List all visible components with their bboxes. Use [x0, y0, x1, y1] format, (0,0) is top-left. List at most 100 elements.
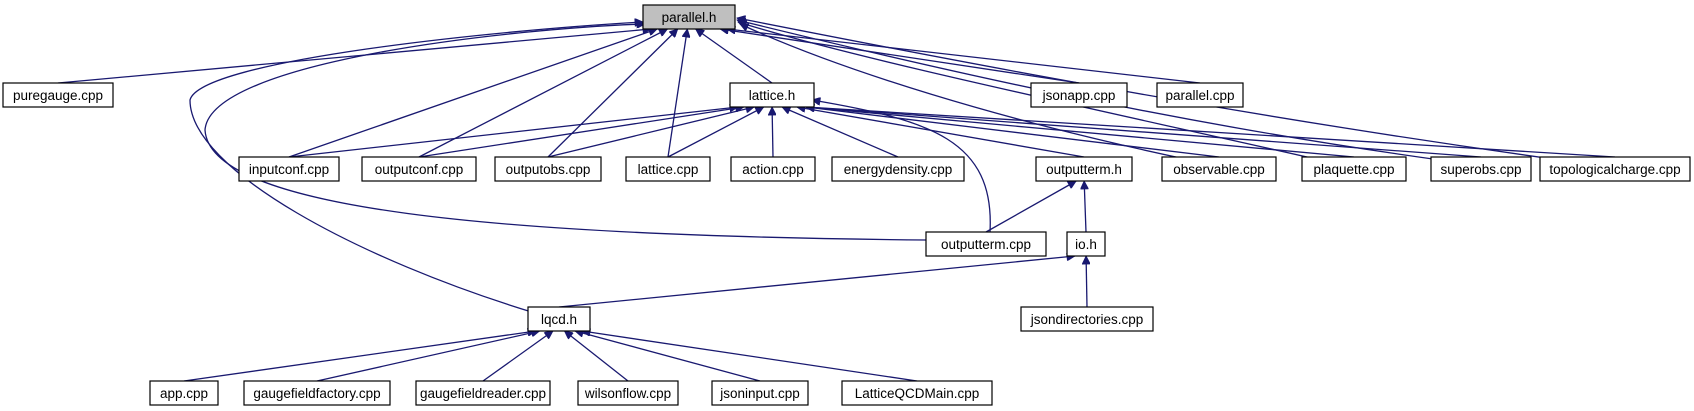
nodes-layer: parallel.h lattice.h outputterm.h io.h lqcd.… [2, 4, 1691, 406]
node-outputconf-cpp[interactable]: outputconf.cpp [361, 156, 477, 182]
node-topologicalcharge-cpp[interactable]: topologicalcharge.cpp [1539, 156, 1691, 182]
node-label: puregauge.cpp [13, 88, 103, 103]
node-label: jsonapp.cpp [1042, 88, 1116, 103]
edge-lqcd_h-to-parallel_h [189, 22, 643, 314]
edge-jsondirectories_cpp-to-io_h [1086, 256, 1087, 308]
node-box [1030, 82, 1128, 108]
node-latticeqcdmain-cpp[interactable]: LatticeQCDMain.cpp [841, 380, 993, 406]
node-parallel-cpp[interactable]: parallel.cpp [1156, 82, 1244, 108]
node-parallel-h[interactable]: parallel.h [642, 4, 736, 30]
node-io-h[interactable]: io.h [1066, 231, 1106, 257]
node-box [1430, 156, 1532, 182]
node-box [925, 231, 1047, 257]
node-label: parallel.cpp [1165, 88, 1234, 103]
edge-inputconf_cpp-to-parallel_h [288, 29, 657, 158]
node-label: action.cpp [742, 162, 804, 177]
node-box [361, 156, 477, 182]
node-box [642, 4, 736, 30]
node-label: plaquette.cpp [1313, 162, 1394, 177]
edge-plaquette_cpp-to-parallel_h [738, 22, 1321, 161]
node-label: wilsonflow.cpp [584, 386, 671, 401]
node-action-cpp[interactable]: action.cpp [730, 156, 816, 182]
node-box [625, 156, 711, 182]
node-box [2, 82, 114, 108]
node-label: jsondirectories.cpp [1030, 312, 1144, 327]
node-lattice-cpp[interactable]: lattice.cpp [625, 156, 711, 182]
edge-energydensity_cpp-to-lattice_h [782, 107, 899, 158]
node-label: gaugefieldfactory.cpp [253, 386, 380, 401]
node-label: topologicalcharge.cpp [1549, 162, 1680, 177]
node-label: jsoninput.cpp [719, 386, 800, 401]
node-lattice-h[interactable]: lattice.h [729, 82, 815, 108]
edge-outputterm_h-to-lattice_h [797, 107, 1085, 158]
edge-topologicalcharge_cpp-to-parallel_h [737, 18, 1561, 161]
node-box [1066, 231, 1106, 257]
node-label: gaugefieldreader.cpp [420, 386, 546, 401]
node-outputterm-h[interactable]: outputterm.h [1035, 156, 1133, 182]
node-box [415, 380, 551, 406]
node-jsondirectories-cpp[interactable]: jsondirectories.cpp [1020, 306, 1154, 332]
node-jsoninput-cpp[interactable]: jsoninput.cpp [711, 380, 809, 406]
node-box [1539, 156, 1691, 182]
edge-wilsonflow_cpp-to-lqcd_h [565, 331, 629, 382]
edge-plaquette_cpp-to-lattice_h [806, 107, 1355, 158]
node-label: LatticeQCDMain.cpp [855, 386, 980, 401]
node-box [494, 156, 602, 182]
edges-layer [57, 18, 1616, 382]
node-box [1301, 156, 1407, 182]
edge-gaugefieldfactory_cpp-to-lqcd_h [316, 331, 540, 382]
node-box [1161, 156, 1277, 182]
node-box [238, 156, 340, 182]
edge-gaugefieldreader_cpp-to-lqcd_h [482, 330, 553, 382]
node-label: outputobs.cpp [506, 162, 591, 177]
edge-app_cpp-to-lqcd_h [183, 331, 536, 382]
node-plaquette-cpp[interactable]: plaquette.cpp [1301, 156, 1407, 182]
node-energydensity-cpp[interactable]: energydensity.cpp [831, 156, 965, 182]
node-inputconf-cpp[interactable]: inputconf.cpp [238, 156, 340, 182]
node-jsonapp-cpp[interactable]: jsonapp.cpp [1030, 82, 1128, 108]
node-box [729, 82, 815, 108]
edge-observable_cpp-to-lattice_h [806, 107, 1220, 158]
node-outputobs-cpp[interactable]: outputobs.cpp [494, 156, 602, 182]
node-observable-cpp[interactable]: observable.cpp [1161, 156, 1277, 182]
node-box [243, 380, 391, 406]
node-box [841, 380, 993, 406]
node-label: energydensity.cpp [844, 162, 953, 177]
edge-latticeqcdmain_cpp-to-lqcd_h [582, 331, 918, 382]
node-label: outputterm.h [1046, 162, 1122, 177]
node-label: app.cpp [160, 386, 208, 401]
edge-observable_cpp-to-parallel_h [740, 24, 1191, 161]
node-gaugefieldreader-cpp[interactable]: gaugefieldreader.cpp [415, 380, 551, 406]
edge-inputconf_cpp-to-lattice_h [288, 107, 738, 158]
node-label: lattice.cpp [638, 162, 699, 177]
node-superobs-cpp[interactable]: superobs.cpp [1430, 156, 1532, 182]
edge-lattice_h-to-parallel_h [696, 28, 773, 84]
edge-lattice_cpp-to-parallel_h [667, 29, 687, 158]
edge-action_cpp-to-lattice_h [772, 107, 773, 158]
edge-jsoninput_cpp-to-lqcd_h [575, 331, 761, 382]
node-label: parallel.h [662, 10, 717, 25]
edge-outputobs_cpp-to-parallel_h [547, 29, 678, 158]
edge-io_h-to-outputterm_h [1084, 181, 1086, 233]
edge-lattice_cpp-to-lattice_h [667, 106, 764, 158]
node-box [730, 156, 816, 182]
node-lqcd-h[interactable]: lqcd.h [527, 306, 591, 332]
node-box [149, 380, 219, 406]
node-label: lattice.h [749, 88, 796, 103]
node-app-cpp[interactable]: app.cpp [149, 380, 219, 406]
node-box [1020, 306, 1154, 332]
node-label: superobs.cpp [1440, 162, 1521, 177]
node-puregauge-cpp[interactable]: puregauge.cpp [2, 82, 114, 108]
node-label: inputconf.cpp [249, 162, 329, 177]
node-label: outputconf.cpp [375, 162, 464, 177]
edge-outputconf_cpp-to-lattice_h [418, 107, 744, 158]
node-gaugefieldfactory-cpp[interactable]: gaugefieldfactory.cpp [243, 380, 391, 406]
edge-puregauge_cpp-to-parallel_h [57, 29, 651, 84]
edge-outputconf_cpp-to-parallel_h [418, 28, 667, 158]
node-wilsonflow-cpp[interactable]: wilsonflow.cpp [577, 380, 679, 406]
node-outputterm-cpp[interactable]: outputterm.cpp [925, 231, 1047, 257]
node-box [831, 156, 965, 182]
node-box [1035, 156, 1133, 182]
edge-topologicalcharge_cpp-to-lattice_h [806, 107, 1616, 158]
